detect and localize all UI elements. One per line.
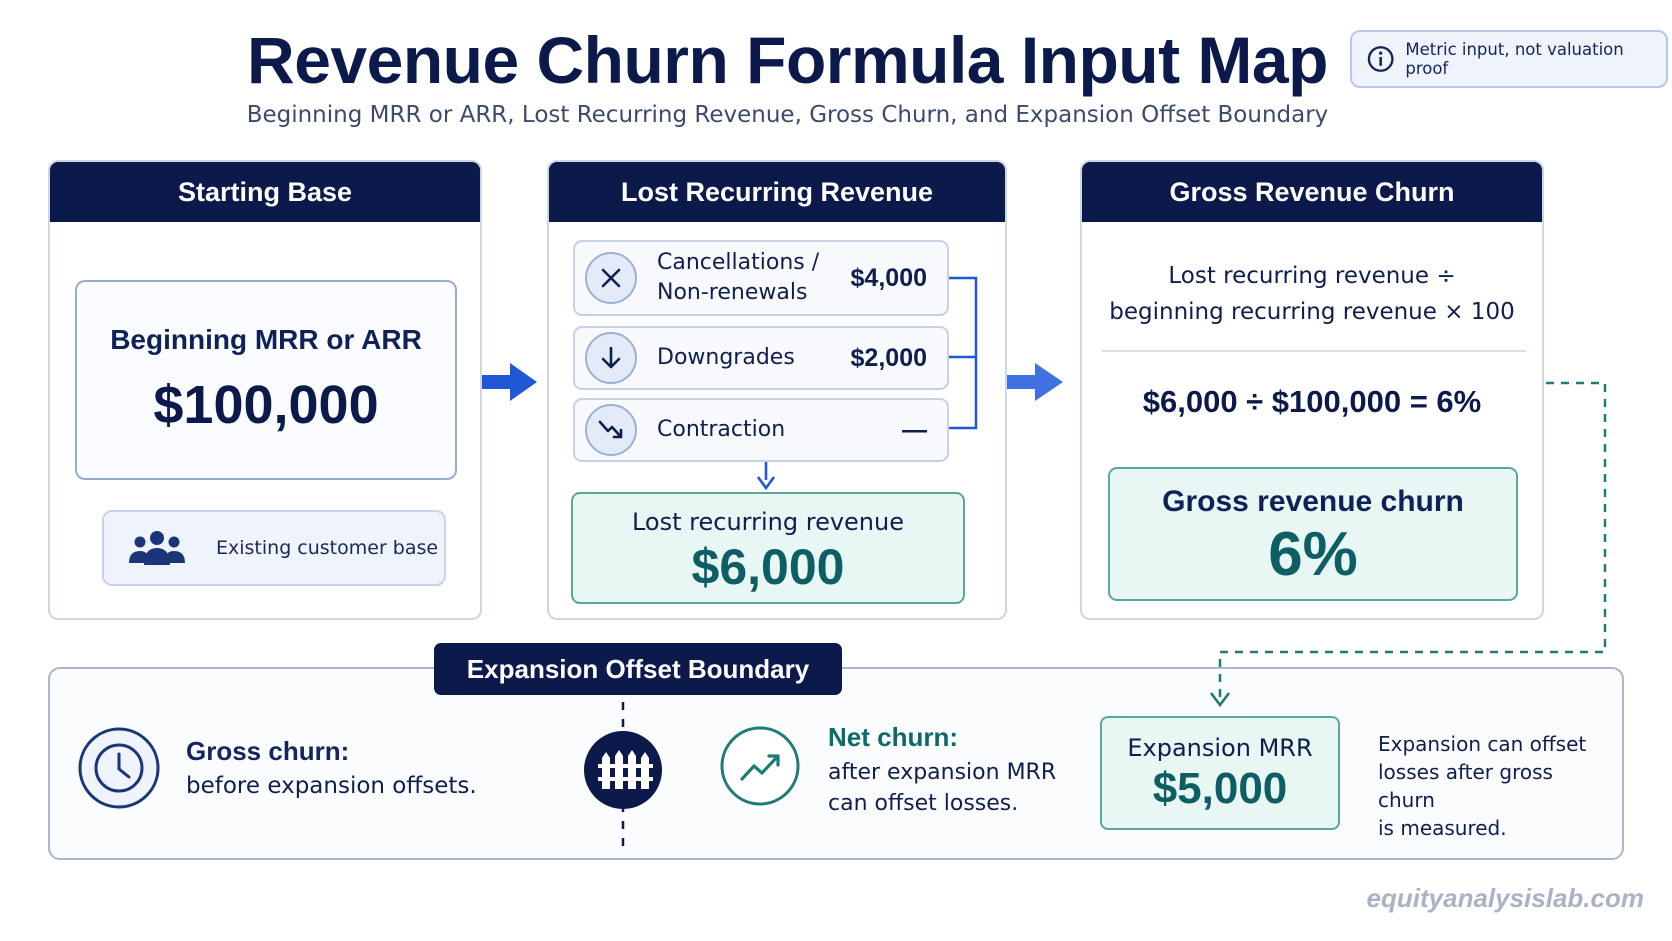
contraction-label: Contraction [657,417,786,443]
expansion-mrr-label: Expansion MRR [1127,734,1313,762]
gross-churn-result-card: Gross revenue churn 6% [1108,467,1518,601]
downgrades-label: Downgrades [657,345,795,371]
list-item-cancellations: Cancellations / Non-renewals $4,000 [573,240,949,316]
expansion-mrr-value: $5,000 [1152,764,1288,813]
contraction-amount: — [902,415,927,444]
gross-churn-note-text: before expansion offsets. [186,773,477,799]
gross-churn-panel: Gross Revenue Churn Lost recurring reven… [1080,160,1544,620]
cancellations-label: Cancellations / Non-renewals [657,250,820,305]
site-watermark: equityanalysislab.com [1366,883,1644,913]
info-badge-text: Metric input, not valuation proof [1405,40,1624,78]
expansion-boundary-heading: Expansion Offset Boundary [434,643,842,695]
arrow-right-icon [1007,363,1063,401]
info-icon [1367,46,1394,72]
customer-base-chip: Existing customer base [102,510,446,586]
info-badge: Metric input, not valuation proof [1350,30,1668,88]
starting-base-heading: Starting Base [50,162,480,222]
churn-calculation: $6,000 ÷ $100,000 = 6% [1142,384,1482,419]
gross-churn-heading: Gross Revenue Churn [1082,162,1542,222]
list-item-contraction: Contraction — [573,398,949,462]
churn-formula: Lost recurring revenue ÷ beginning recur… [1109,263,1515,325]
users-icon [129,531,185,565]
gross-churn-result-label: Gross revenue churn [1162,485,1464,518]
list-item-downgrades: Downgrades $2,000 [573,326,949,390]
expansion-mrr-card: Expansion MRR $5,000 [1100,716,1340,830]
lost-revenue-heading: Lost Recurring Revenue [549,162,1005,222]
beginning-mrr-card: Beginning MRR or ARR $100,000 [75,280,457,480]
net-churn-note-text: after expansion MRR can offset losses. [828,760,1057,816]
lost-revenue-total-card: Lost recurring revenue $6,000 [571,492,965,604]
gross-churn-note-title: Gross churn: [186,736,350,766]
arrow-right-icon [482,363,537,401]
gross-churn-note: Gross churn: before expansion offsets. [186,736,477,799]
net-churn-note: Net churn: after expansion MRR can offse… [828,722,1056,819]
starting-base-panel: Starting Base Beginning MRR or ARR $100,… [48,160,482,620]
lost-revenue-panel: Lost Recurring Revenue Cancellations / N… [547,160,1007,620]
divider [1102,350,1526,352]
close-icon [585,252,637,304]
trend-down-icon [585,404,637,456]
page-title: Revenue Churn Formula Input Map [247,23,1328,97]
gross-churn-result-value: 6% [1268,520,1358,589]
cancellations-amount: $4,000 [850,263,927,292]
downgrades-amount: $2,000 [850,343,927,372]
beginning-mrr-value: $100,000 [153,375,379,435]
beginning-mrr-label: Beginning MRR or ARR [110,324,422,355]
lost-revenue-total-value: $6,000 [691,539,845,595]
expansion-note: Expansion can offset losses after gross … [1378,732,1587,840]
page-subtitle: Beginning MRR or ARR, Lost Recurring Rev… [246,102,1329,128]
arrow-down-icon [585,332,637,384]
customer-base-text: Existing customer base [216,537,439,559]
net-churn-note-title: Net churn: [828,722,958,752]
lost-revenue-total-label: Lost recurring revenue [631,508,904,536]
